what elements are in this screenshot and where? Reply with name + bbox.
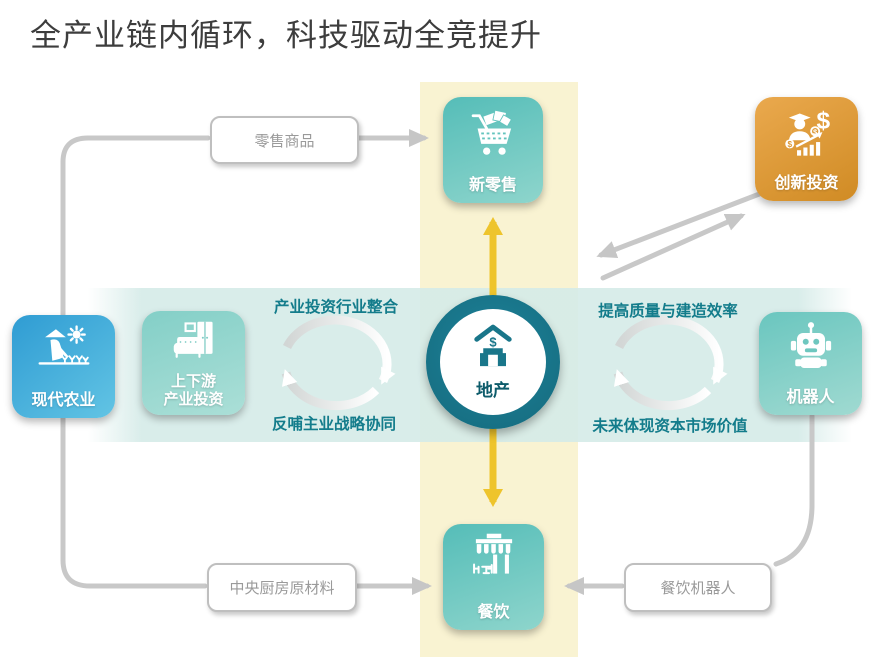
node-updown-investment: 上下游 产业投资 — [142, 311, 245, 415]
node-dining: 餐饮 — [443, 524, 544, 630]
caption-left-bottom: 反哺主业战略协同 — [271, 416, 396, 433]
page-title: 全产业链内循环，科技驱动全竞提升 — [30, 18, 542, 53]
node-innovation-investment: $ $ $ 创新投资 — [755, 97, 858, 201]
node-modern-agriculture: 现代农业 — [12, 315, 115, 418]
shopping-cart-icon — [471, 109, 513, 155]
node-robot: 机器人 — [759, 312, 862, 415]
node-label-line1: 上下游 — [170, 373, 216, 390]
svg-text:$: $ — [816, 107, 830, 134]
node-label: 餐饮 — [477, 604, 510, 621]
node-label-line2: 产业投资 — [163, 391, 224, 408]
flow-label-central-kitchen: 中央厨房原材料 — [207, 563, 357, 612]
left-cycle-arrows — [281, 315, 396, 411]
node-label: 现代农业 — [31, 392, 96, 409]
svg-text:$: $ — [813, 127, 817, 136]
node-new-retail: 新零售 — [443, 97, 543, 203]
right-cycle-arrows — [613, 315, 728, 411]
flow-label-text: 餐饮机器人 — [660, 580, 736, 597]
building-dollar-icon: $ — [474, 324, 512, 367]
node-label: 机器人 — [786, 389, 835, 406]
node-label: 新零售 — [468, 177, 517, 194]
node-real-estate: $ 地产 — [426, 295, 560, 429]
flow-label-dining-robot: 餐饮机器人 — [624, 563, 772, 612]
real-estate-inner-circle: $ 地产 — [440, 309, 546, 415]
farmer-icon — [38, 325, 89, 365]
node-label: 上下游 产业投资 — [142, 373, 245, 409]
caption-left-top: 产业投资行业整合 — [273, 299, 398, 316]
node-label: 创新投资 — [774, 175, 839, 192]
caption-right-bottom: 未来体现资本市场价值 — [592, 418, 748, 435]
node-label: 地产 — [476, 381, 510, 400]
flow-label-text: 中央厨房原材料 — [229, 580, 335, 597]
flow-label-retail-goods: 零售商品 — [210, 116, 359, 164]
caption-right-top: 提高质量与建造效率 — [598, 303, 738, 320]
storefront-icon — [472, 533, 512, 575]
investor-chart-icon: $ $ $ — [784, 107, 830, 156]
furniture-icon — [173, 321, 213, 358]
loop-agriculture-retail — [60, 129, 815, 595]
svg-text:$: $ — [787, 140, 792, 149]
flow-label-text: 零售商品 — [254, 132, 315, 150]
svg-text:$: $ — [489, 335, 497, 350]
robot-icon — [790, 322, 831, 368]
